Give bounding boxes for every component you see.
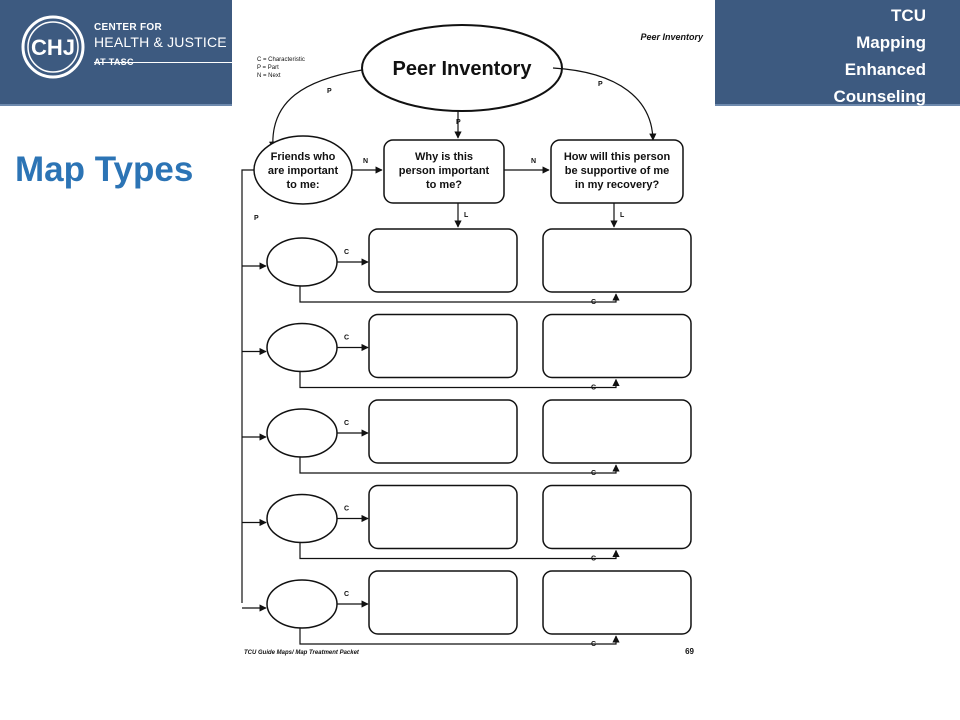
logo-line-3: AT TASC (94, 56, 134, 67)
link-label-n: N (531, 158, 536, 165)
link-label-p: P (456, 119, 461, 126)
legend-item: C = Characteristic (257, 57, 305, 63)
link-label-c: C (344, 506, 349, 513)
characteristic-connector (299, 542, 620, 560)
program-title-line: Counseling (833, 87, 926, 106)
how-entry-box (542, 228, 692, 293)
worksheet-header-title: Peer Inventory (640, 32, 704, 42)
friends-node-label: Friends who (271, 151, 336, 163)
page-heading: Map Types (15, 150, 194, 189)
why-node-label: Why is this (415, 151, 473, 163)
peer-inventory-map: Peer Inventory C = Characteristic P = Pa… (241, 24, 704, 656)
link-label-l: L (620, 212, 625, 219)
why-node (383, 139, 505, 204)
link-label-p: P (327, 88, 332, 95)
characteristic-connector (299, 286, 620, 303)
how-node-label: How will this person (564, 151, 671, 163)
how-entry-box (542, 570, 692, 635)
link-label-c: C (344, 591, 349, 598)
how-node-label: be supportive of me (565, 165, 670, 177)
part-spine (241, 169, 254, 603)
friend-entry-ellipse (266, 493, 338, 544)
why-entry-box (368, 228, 518, 293)
chj-logo-icon: CHJ (21, 15, 85, 79)
link-label-n: N (363, 158, 368, 165)
how-node (550, 139, 684, 204)
legend-item: N = Next (257, 73, 281, 79)
logo-monogram: CHJ (31, 35, 75, 60)
logo-line-1: CENTER FOR (94, 22, 162, 33)
central-node-label: Peer Inventory (393, 58, 533, 80)
entry-rows: C C C C C C C C C C (242, 228, 692, 648)
how-entry-box (542, 484, 692, 550)
characteristic-connector (299, 457, 620, 474)
program-title-line: TCU (891, 6, 926, 25)
link-label-c: C (591, 299, 596, 306)
link-label-c: C (344, 249, 349, 256)
link-label-c: C (344, 420, 349, 427)
peer-inventory-worksheet: Peer Inventory C = Characteristic P = Pa… (232, 0, 715, 662)
why-entry-box (368, 399, 518, 464)
link-label-l: L (464, 212, 469, 219)
part-arrow-right (552, 67, 657, 141)
program-title-line: Mapping (856, 33, 926, 52)
friend-entry-ellipse (266, 579, 338, 629)
legend-item: P = Part (257, 65, 279, 71)
program-title-line: Enhanced (844, 60, 926, 79)
link-label-c: C (591, 470, 596, 477)
how-node-label: in my recovery? (575, 179, 660, 191)
worksheet-page-number: 69 (685, 647, 694, 656)
link-label-p: P (598, 81, 603, 88)
characteristic-connector (299, 628, 620, 645)
how-entry-box (542, 313, 692, 379)
characteristic-connector (299, 371, 620, 389)
why-entry-box (368, 484, 518, 550)
logo-wordmark: CENTER FOR HEALTH & JUSTICE AT TASC (94, 22, 227, 68)
link-label-c: C (591, 641, 596, 648)
why-entry-box (368, 313, 518, 379)
link-label-c: C (591, 385, 596, 392)
program-title: TCU Mapping Enhanced Counseling (766, 2, 926, 110)
friends-node-label: to me: (287, 179, 320, 191)
worksheet-footer: TCU Guide Maps/ Map Treatment Packet (244, 650, 360, 656)
part-arrow-left (269, 69, 363, 149)
link-label-p: P (254, 215, 259, 222)
friends-node-label: are important (268, 165, 339, 177)
link-label-c: C (344, 335, 349, 342)
friend-entry-ellipse (266, 237, 338, 287)
why-node-label: person important (399, 165, 490, 177)
how-entry-box (542, 399, 692, 464)
why-node-label: to me? (426, 179, 462, 191)
link-label-c: C (591, 556, 596, 563)
friend-entry-ellipse (266, 322, 338, 373)
friend-entry-ellipse (266, 408, 338, 458)
central-node (361, 24, 563, 112)
logo-line-2: HEALTH & JUSTICE (94, 34, 227, 50)
logo-rule (94, 62, 232, 63)
why-entry-box (368, 570, 518, 635)
chj-logo: CHJ CENTER FOR HEALTH & JUSTICE AT TASC (20, 14, 240, 86)
